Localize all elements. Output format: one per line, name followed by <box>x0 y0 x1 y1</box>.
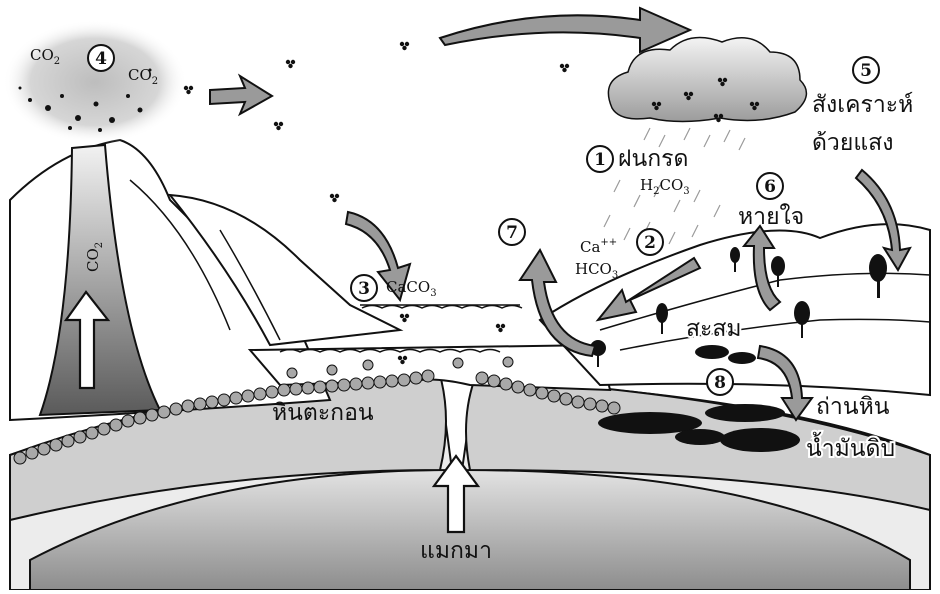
step-1-badge: 1 <box>587 146 613 172</box>
label-ca-ion: Ca++ <box>580 237 617 256</box>
step-8-number: 8 <box>714 373 726 393</box>
arrow-smoke-right <box>210 76 272 114</box>
label-accumulation: สะสม <box>686 316 742 342</box>
label-respiration: หายใจ <box>738 203 804 230</box>
rain-cloud <box>608 38 806 122</box>
step-8-badge: 8 <box>707 369 733 395</box>
label-photosynthesis-line2: ด้วยแสง <box>812 130 893 156</box>
step-2-number: 2 <box>644 233 656 253</box>
label-caco3: CaCO3 <box>386 278 437 299</box>
label-photosynthesis-line1: สังเคราะห์ <box>812 91 913 118</box>
label-sedimentary-rock: หินตะกอน <box>272 400 374 426</box>
label-crude-oil: น้ำมันดิบ <box>806 432 895 462</box>
volcano-smoke <box>3 20 187 144</box>
step-6-badge: 6 <box>757 173 783 199</box>
step-7-number: 7 <box>506 223 518 243</box>
label-h2co3: H2CO3 <box>640 176 690 197</box>
label-coal: ถ่านหิน <box>816 394 890 420</box>
step-4-badge: 4 <box>88 45 114 71</box>
label-acid-rain: ฝนกรด <box>618 146 688 172</box>
step-7-badge: 7 <box>499 219 525 245</box>
step-2-badge: 2 <box>637 229 663 255</box>
step-5-badge: 5 <box>853 57 879 83</box>
arrow-to-cloud <box>440 8 690 52</box>
step-4-number: 4 <box>95 49 107 69</box>
step-1-number: 1 <box>594 150 606 170</box>
step-3-badge: 3 <box>351 275 377 301</box>
label-magma: แมกมา <box>420 538 492 564</box>
step-6-number: 6 <box>764 177 776 197</box>
step-5-number: 5 <box>860 61 872 81</box>
label-hco3: HCO3 <box>575 260 618 281</box>
step-3-number: 3 <box>358 279 370 299</box>
